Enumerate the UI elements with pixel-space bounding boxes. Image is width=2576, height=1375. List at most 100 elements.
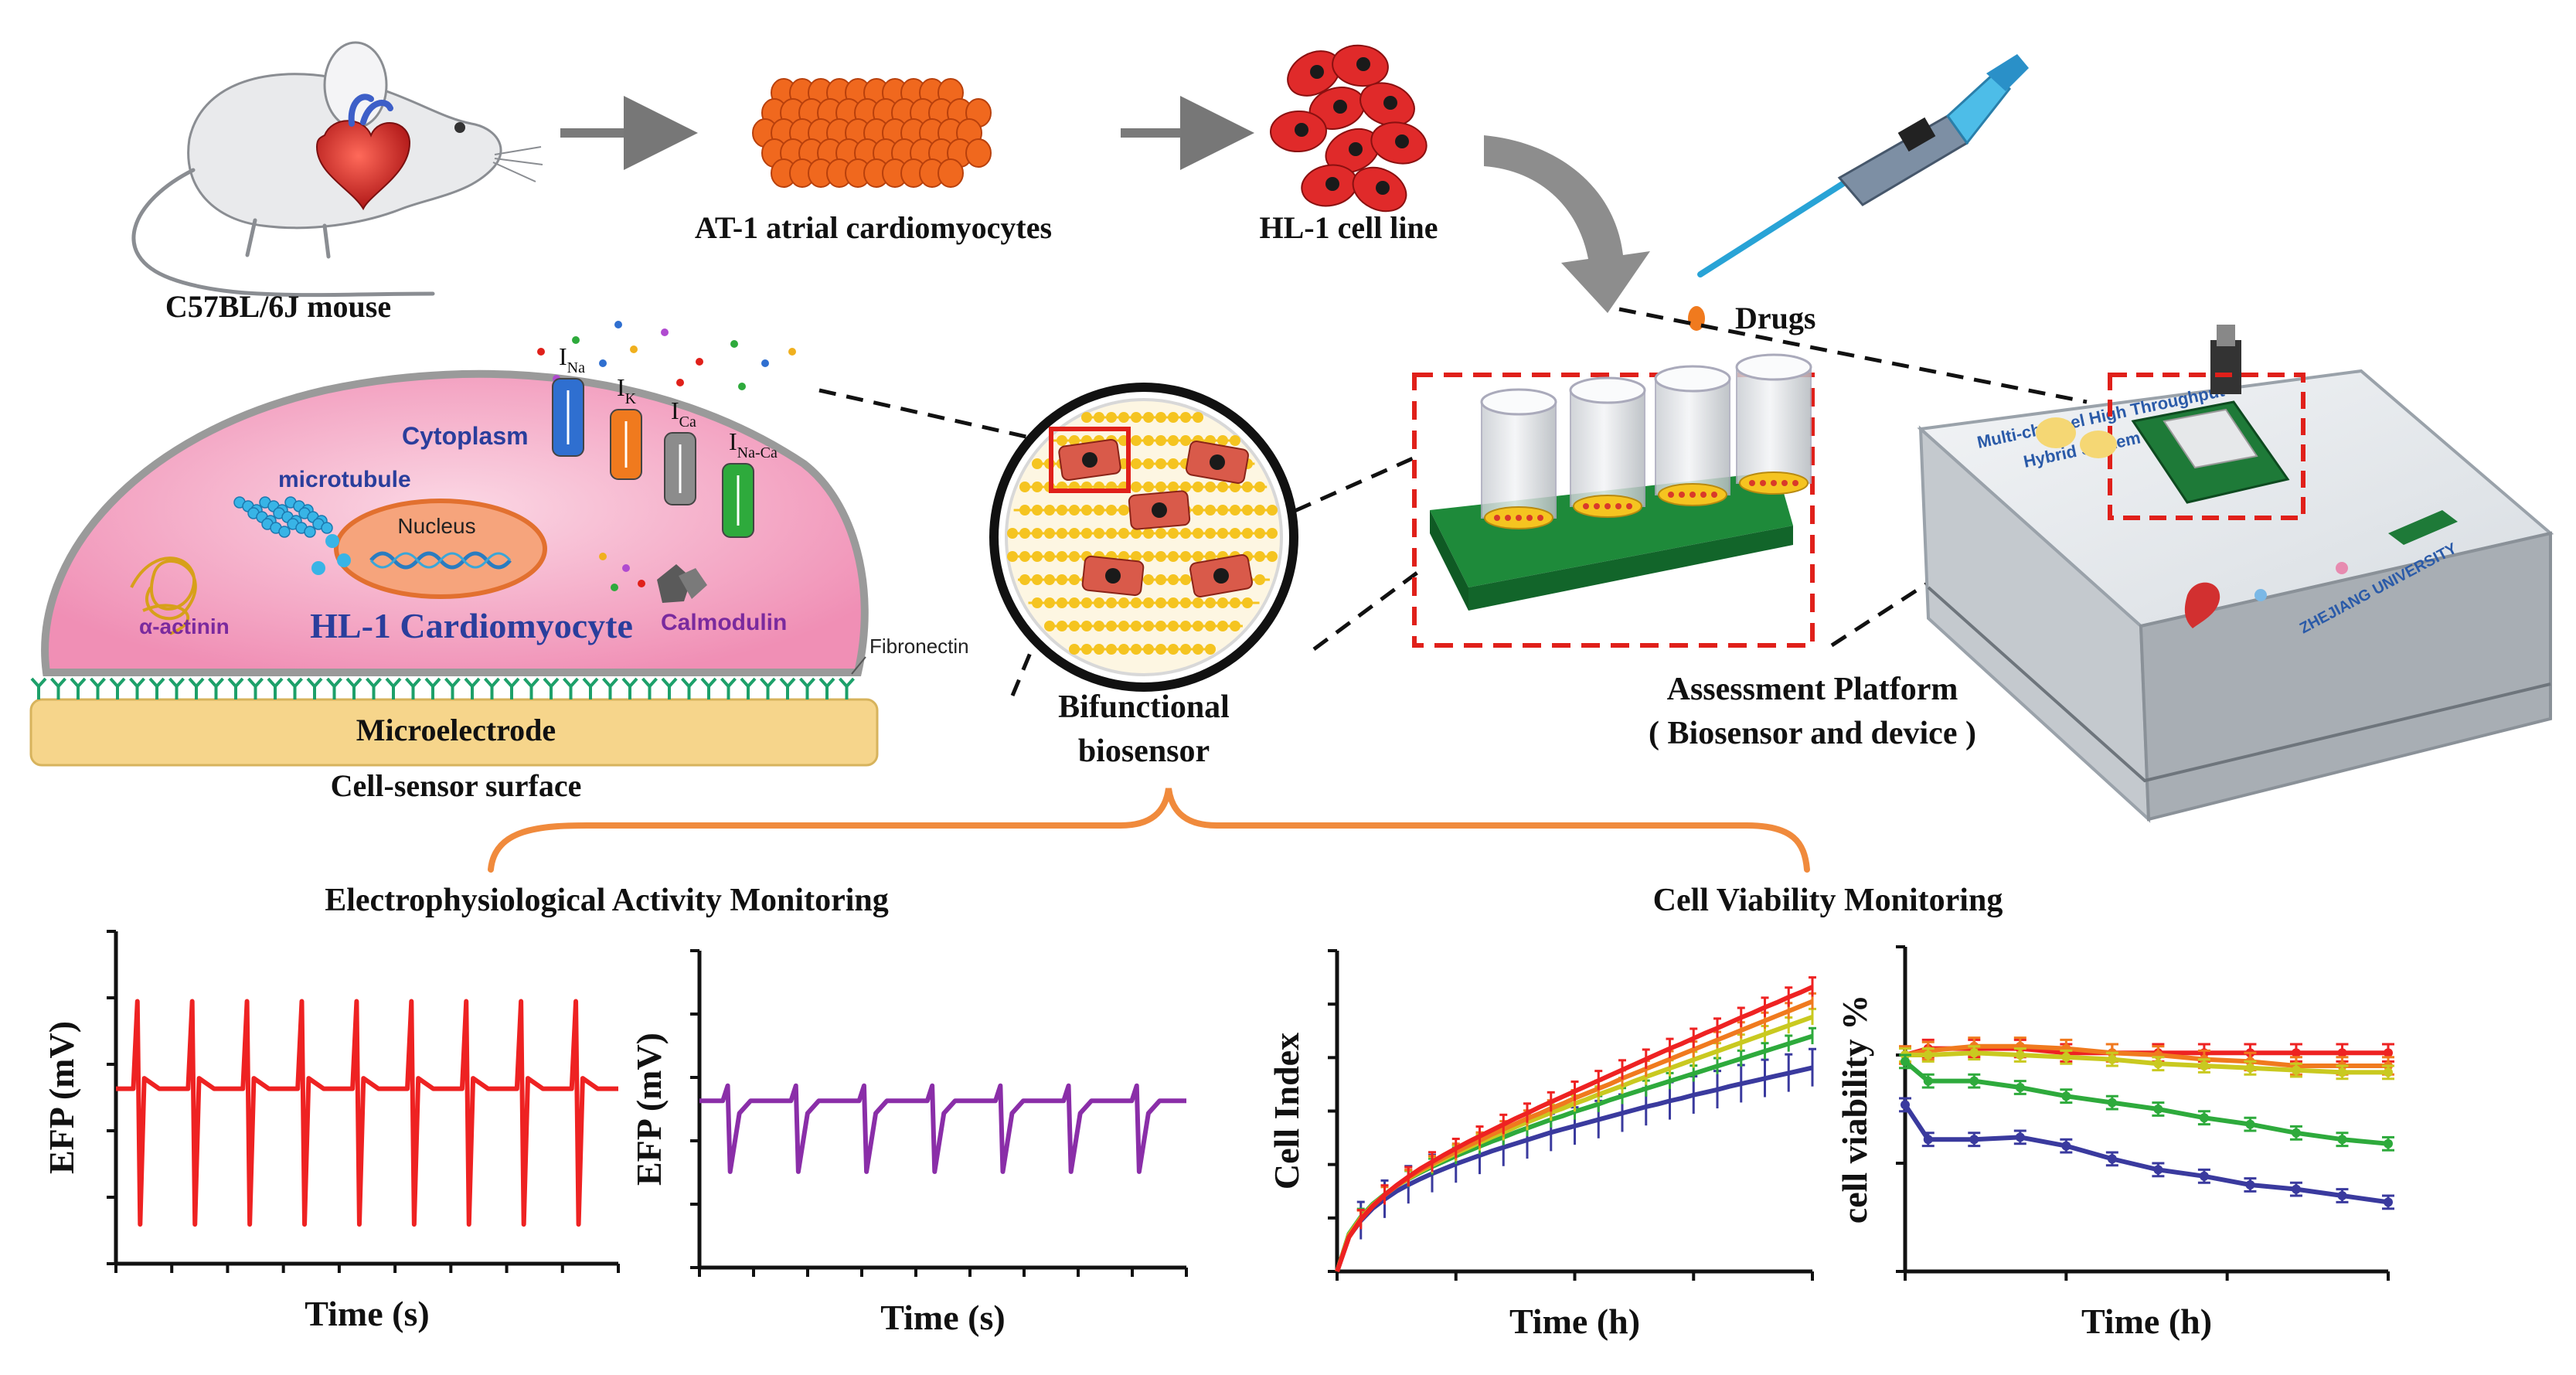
tissue-cell (938, 158, 964, 188)
drug-drop-icon (1688, 306, 1705, 331)
fibronectin-mark (464, 677, 481, 699)
fibronectin-mark (602, 677, 618, 699)
fibronectin-mark (818, 677, 835, 699)
well-plate (1412, 353, 1815, 648)
highlight-box (1049, 427, 1131, 493)
well-cell-dot (1615, 503, 1621, 509)
data-point (2015, 1083, 2025, 1092)
ion-dot (599, 359, 607, 367)
fibronectin-mark (50, 677, 66, 699)
calmodulin-icon (657, 564, 707, 603)
microtubule-icon (233, 496, 351, 575)
fibronectin-mark (424, 677, 441, 699)
data-point (2015, 1050, 2025, 1060)
fibronectin-mark (366, 677, 382, 699)
data-point (2061, 1141, 2071, 1151)
efp-chart-drug: Time (s)EFP (mV) (629, 949, 1188, 1337)
fibronectin-mark (247, 677, 264, 699)
y-axis-label: cell viability % (1835, 995, 1874, 1224)
biosensor-label-2: biosensor (1078, 733, 1210, 769)
tubulin-dot (304, 526, 316, 538)
ion-dot (661, 328, 669, 336)
hl1-nucleus (1295, 123, 1308, 137)
cell-title: HL-1 Cardiomyocyte (310, 606, 633, 645)
fibronectin-mark (306, 677, 323, 699)
fibronectin-mark (582, 677, 599, 699)
well-cell-dot (1626, 503, 1632, 509)
ion-dot (730, 340, 738, 348)
x-axis-label: Time (s) (305, 1294, 429, 1333)
fibronectin-mark (129, 677, 145, 699)
cytoplasm-label: Cytoplasm (402, 422, 529, 450)
data-point (2245, 1119, 2255, 1129)
heart-icon (315, 94, 411, 211)
well-cell-dot (1505, 515, 1511, 521)
x-axis-label: Time (s) (880, 1298, 1005, 1337)
series-line (1904, 1043, 2388, 1068)
fibronectin-mark (720, 677, 737, 699)
nucleus-shape (334, 499, 547, 599)
data-point (2337, 1048, 2347, 1058)
well-cell-dot (1604, 503, 1611, 509)
data-point (2107, 1154, 2117, 1164)
x-axis-label: Time (h) (2081, 1302, 2212, 1341)
hl1-label: HL-1 cell line (1259, 210, 1438, 245)
cells-icon (1270, 44, 1428, 213)
device-zoom-box (2108, 373, 2305, 520)
sensor-cells (1058, 438, 1253, 597)
data-point (1923, 1050, 1933, 1060)
fibronectin-mark (90, 677, 106, 699)
data-point (2291, 1184, 2301, 1194)
tubulin-dot (278, 526, 291, 538)
data-point (2153, 1165, 2163, 1175)
data-point (2153, 1059, 2163, 1069)
ion-dot (614, 321, 622, 328)
data-point (2245, 1063, 2255, 1073)
hl1-nucleus (1310, 65, 1324, 79)
fibronectin-mark (760, 677, 776, 699)
cell-viability-chart: Time (h) cell viability % (1835, 945, 2394, 1341)
fibronectin-mark (109, 677, 126, 699)
well-cell-dot (1668, 492, 1674, 498)
platform-label-1: Assessment Platform (1667, 672, 1958, 707)
data-point (2291, 1128, 2301, 1138)
well-cell-dot (1700, 492, 1707, 498)
data-point (2199, 1171, 2209, 1181)
ion-dot (761, 359, 769, 367)
plate-zoom-box (1412, 373, 1815, 648)
ion-dot (696, 358, 703, 366)
ion-dot (572, 336, 580, 344)
mouse-label: C57BL/6J mouse (165, 289, 391, 324)
data-point (2107, 1098, 2117, 1108)
data-point (2015, 1132, 2025, 1142)
cell-index-chart: Time (h)Cell Index (1267, 949, 1816, 1341)
fibronectin-mark (661, 677, 678, 699)
data-point (1923, 1076, 1933, 1086)
ion-dot (599, 553, 607, 560)
fibronectin-mark (641, 677, 658, 699)
fibronectin-mark (543, 677, 560, 699)
sensor-cell-nucleus (1213, 568, 1229, 584)
tissue-icon (752, 78, 992, 188)
platform-label-2: ( Biosensor and device ) (1649, 716, 1976, 751)
curly-brace (488, 788, 1810, 873)
tubulin-dot (311, 561, 325, 575)
ion-dot (788, 348, 796, 356)
fibronectin-mark (740, 677, 757, 699)
device-chip-icon (2131, 325, 2290, 504)
efp-trace (116, 999, 618, 1227)
data-point (2384, 1197, 2393, 1207)
well-cell-dot (1516, 515, 1522, 521)
data-point (2199, 1061, 2209, 1070)
efp-trace (699, 1083, 1186, 1174)
hl1-nucleus (1395, 134, 1409, 148)
fibronectin-mark (444, 677, 461, 699)
dna-icon-2 (369, 552, 512, 569)
well-top (1654, 365, 1731, 393)
calmodulin-label: Calmodulin (661, 610, 787, 635)
well-tube (1736, 366, 1812, 484)
fibronectin-mark (148, 677, 165, 699)
fibronectin-mark (839, 677, 855, 699)
sensor-cell-nucleus (1210, 454, 1225, 470)
